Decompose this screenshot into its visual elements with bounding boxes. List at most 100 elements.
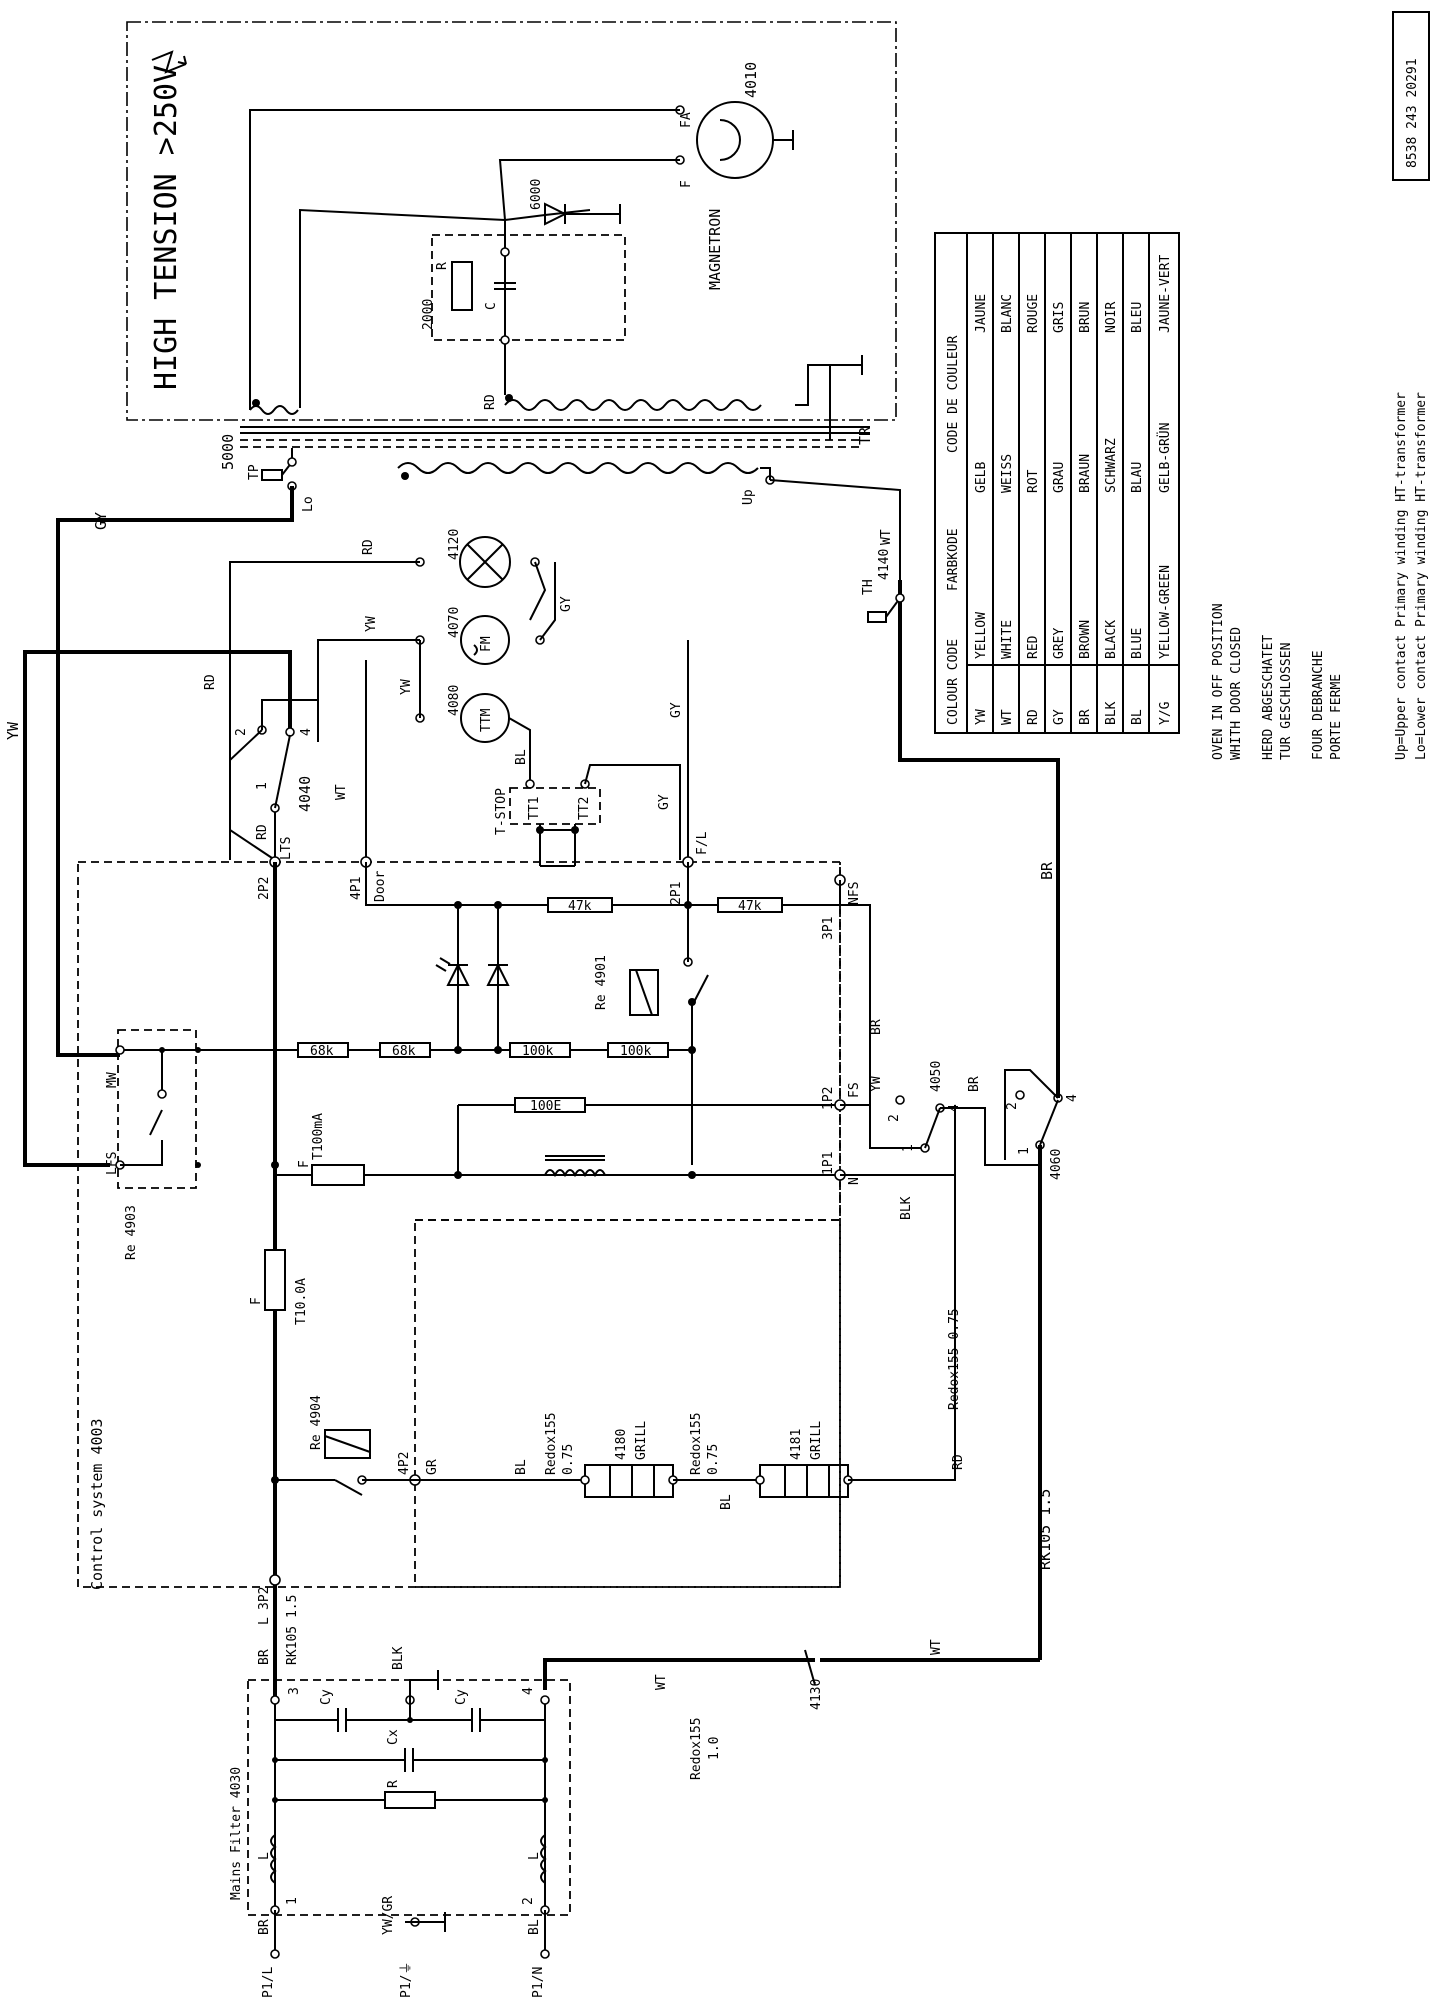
- relay-4903-label: Re 4903: [124, 1205, 139, 1260]
- wire-br-p1l: BR: [257, 1919, 272, 1935]
- magnetron: [696, 101, 794, 179]
- res-47k-b: 47k: [738, 899, 762, 914]
- table-h2: FARBKODE: [946, 528, 961, 591]
- thermostat-number: 4140: [877, 549, 892, 580]
- thermostat-4140: [867, 593, 905, 623]
- table-de: BLAU: [1130, 462, 1145, 493]
- terminal-2p2: 2P2: [257, 877, 272, 900]
- table-de: ROT: [1026, 469, 1041, 493]
- filter-resistor: R: [386, 1780, 401, 1788]
- turntable-number: 4080: [447, 685, 462, 716]
- table-fr: BLEU: [1130, 302, 1145, 333]
- cap-cy-a: Cy: [319, 1689, 334, 1705]
- capacitor-block-r: R: [435, 262, 450, 270]
- terminal-lts: LTS: [279, 837, 294, 860]
- terminal-mw: MW: [105, 1072, 120, 1088]
- terminal-4p1: 4P1: [349, 877, 364, 900]
- wire-rd-hv: RD: [483, 394, 498, 410]
- table-en: BROWN: [1078, 620, 1093, 659]
- wire-redox-a: Redox155: [544, 1412, 559, 1475]
- oven-lamp: [459, 536, 511, 588]
- wire-gy-fl: GY: [669, 702, 684, 718]
- thermostat-th: TH: [861, 579, 876, 595]
- led-diode: [446, 962, 470, 986]
- table-code: Y/G: [1158, 701, 1173, 725]
- wire-blk-earth: BLK: [391, 1646, 406, 1670]
- cap-cy-b: Cy: [454, 1689, 469, 1705]
- terminal-p1e: P1/⏚: [399, 1962, 414, 1998]
- wire-bl-grill-b: BL: [719, 1494, 734, 1510]
- terminal-p1l: P1/L: [261, 1967, 276, 1998]
- fan-motor-number: 4070: [447, 607, 462, 638]
- grill-4181-number: 4181: [789, 1429, 804, 1460]
- lamp-number: 4120: [447, 529, 462, 560]
- wire-wt-up: WT: [879, 529, 894, 545]
- table-h3: CODE DE COULEUR: [946, 335, 961, 453]
- table-h1: COLOUR CODE: [946, 639, 961, 725]
- wire-br-4050: BR: [869, 1019, 884, 1035]
- res-68k-b: 68k: [392, 1044, 416, 1059]
- terminal-3p1: 3P1: [821, 917, 836, 940]
- table-code: GY: [1052, 709, 1067, 725]
- table-en: BLACK: [1104, 620, 1119, 659]
- wire-redox-10: Redox155: [689, 1717, 704, 1780]
- thermal-cutout-4130: [800, 1649, 816, 1686]
- table-fr: GRIS: [1052, 302, 1067, 333]
- wire-rk105-right: RK105 1.5: [1036, 1489, 1054, 1570]
- capacitor-block-c: C: [484, 302, 499, 310]
- wire-gy-tstop: GY: [657, 794, 672, 810]
- wire-rd-4040: RD: [203, 674, 218, 690]
- wire-wt-bottom: WT: [654, 1674, 669, 1690]
- terminal-1p1: 1P1: [821, 1152, 836, 1175]
- drawing-number-box: [1392, 11, 1430, 181]
- high-tension-label: HIGH TENSION >250V: [149, 65, 184, 390]
- relay-4903-box: [117, 1029, 197, 1189]
- table-en: BLUE: [1130, 628, 1145, 659]
- svg-text:Lo=Lower contact Primary windi: Lo=Lower contact Primary winding HT-tran…: [1414, 392, 1429, 760]
- switch-4060: [1015, 1090, 1063, 1150]
- table-code: RD: [1026, 709, 1041, 725]
- switch-4060-t2: 2: [1005, 1102, 1020, 1110]
- wire-br-4060: BR: [967, 1076, 982, 1092]
- terminal-n: N: [847, 1177, 862, 1185]
- terminal-f: F: [679, 180, 694, 188]
- svg-text:FOUR DEBRANCHE: FOUR DEBRANCHE: [1311, 650, 1326, 760]
- res-68k-a: 68k: [310, 1044, 334, 1059]
- wire-yw-fan: YW: [364, 616, 379, 632]
- table-en: RED: [1026, 635, 1041, 659]
- wire-gy-lamp: GY: [559, 596, 574, 612]
- wire-rd-lts: RD: [255, 824, 270, 840]
- switch-4040: [257, 699, 319, 813]
- switch-4040-t4: 4: [299, 728, 314, 736]
- grill-4180: [584, 1464, 674, 1498]
- table-en: WHITE: [1000, 620, 1015, 659]
- table-fr: BLANC: [1000, 294, 1015, 333]
- terminal-p1n: P1/N: [531, 1967, 546, 1998]
- table-de: GELB-GRÜN: [1156, 423, 1173, 493]
- ht-transformer: [240, 355, 870, 480]
- tp-switch: [261, 448, 293, 481]
- svg-text:OVEN IN OFF POSITION: OVEN IN OFF POSITION: [1211, 603, 1226, 760]
- fuse-main-rating: T10.0A: [294, 1278, 309, 1325]
- fan-motor: [460, 615, 510, 665]
- wire-redox-a-size: 0.75: [561, 1444, 576, 1475]
- table-code: BR: [1078, 709, 1093, 725]
- turntable-symbol: TTM: [479, 708, 494, 732]
- table-fr: JAUNE: [974, 294, 989, 333]
- table-code: YW: [974, 709, 989, 725]
- terminal-fa: FA: [679, 112, 694, 128]
- table-en: YELLOW-GREEN: [1158, 565, 1173, 659]
- wire-rd-grill: RD: [951, 1454, 966, 1470]
- table-de: SCHWARZ: [1104, 438, 1119, 493]
- terminal-4p2: 4P2: [397, 1452, 412, 1475]
- terminal-gr: GR: [425, 1459, 440, 1475]
- terminal-lo: Lo: [301, 496, 316, 512]
- wire-blk-n: BLK: [899, 1196, 914, 1220]
- switch-4050-t2: 2: [887, 1114, 902, 1122]
- terminal-1p2: 1P2: [821, 1087, 836, 1110]
- terminal-fl: F/L: [695, 831, 710, 855]
- wire-rk105-main: RK105 1.5: [285, 1595, 300, 1665]
- wire-redox-rd: Redox155 0.75: [947, 1308, 962, 1410]
- switch-4040-t2: 2: [234, 728, 249, 736]
- table-de: GELB: [974, 462, 989, 493]
